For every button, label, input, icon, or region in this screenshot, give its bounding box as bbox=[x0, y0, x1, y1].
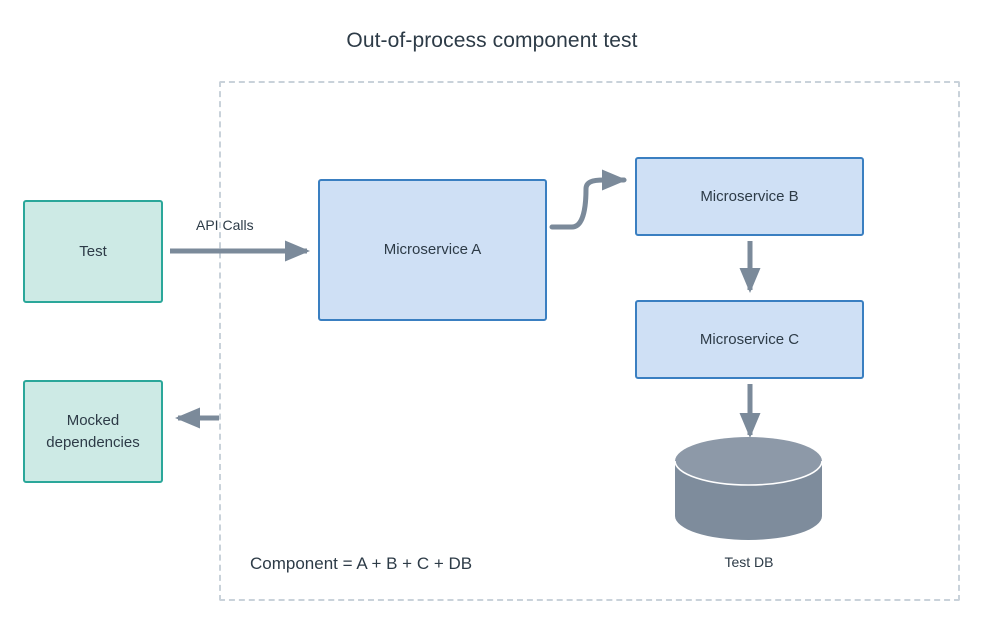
node-mocked-dependencies-label: Mocked dependencies bbox=[46, 410, 139, 454]
component-boundary-caption: Component = A + B + C + DB bbox=[250, 554, 473, 573]
node-test-label: Test bbox=[79, 242, 107, 260]
component-boundary bbox=[219, 81, 960, 601]
node-microservice-a-label: Microservice A bbox=[383, 241, 482, 259]
node-mocked-dependencies-label-line2: dependencies bbox=[46, 433, 140, 451]
node-microservice-b-label: Microservice B bbox=[700, 187, 799, 205]
node-microservice-b[interactable]: Microservice B bbox=[635, 157, 864, 236]
node-microservice-c-label: Microservice C bbox=[699, 330, 800, 348]
node-microservice-a[interactable]: Microservice A bbox=[318, 179, 547, 321]
edge-label-api-calls: API Calls bbox=[196, 217, 254, 233]
node-test[interactable]: Test bbox=[23, 200, 163, 303]
node-mocked-dependencies[interactable]: Mocked dependencies bbox=[23, 380, 163, 483]
node-microservice-c[interactable]: Microservice C bbox=[635, 300, 864, 379]
node-test-db-label: Test DB bbox=[724, 554, 774, 570]
node-mocked-dependencies-label-line1: Mocked bbox=[66, 411, 120, 429]
page-title: Out-of-process component test bbox=[346, 29, 638, 52]
